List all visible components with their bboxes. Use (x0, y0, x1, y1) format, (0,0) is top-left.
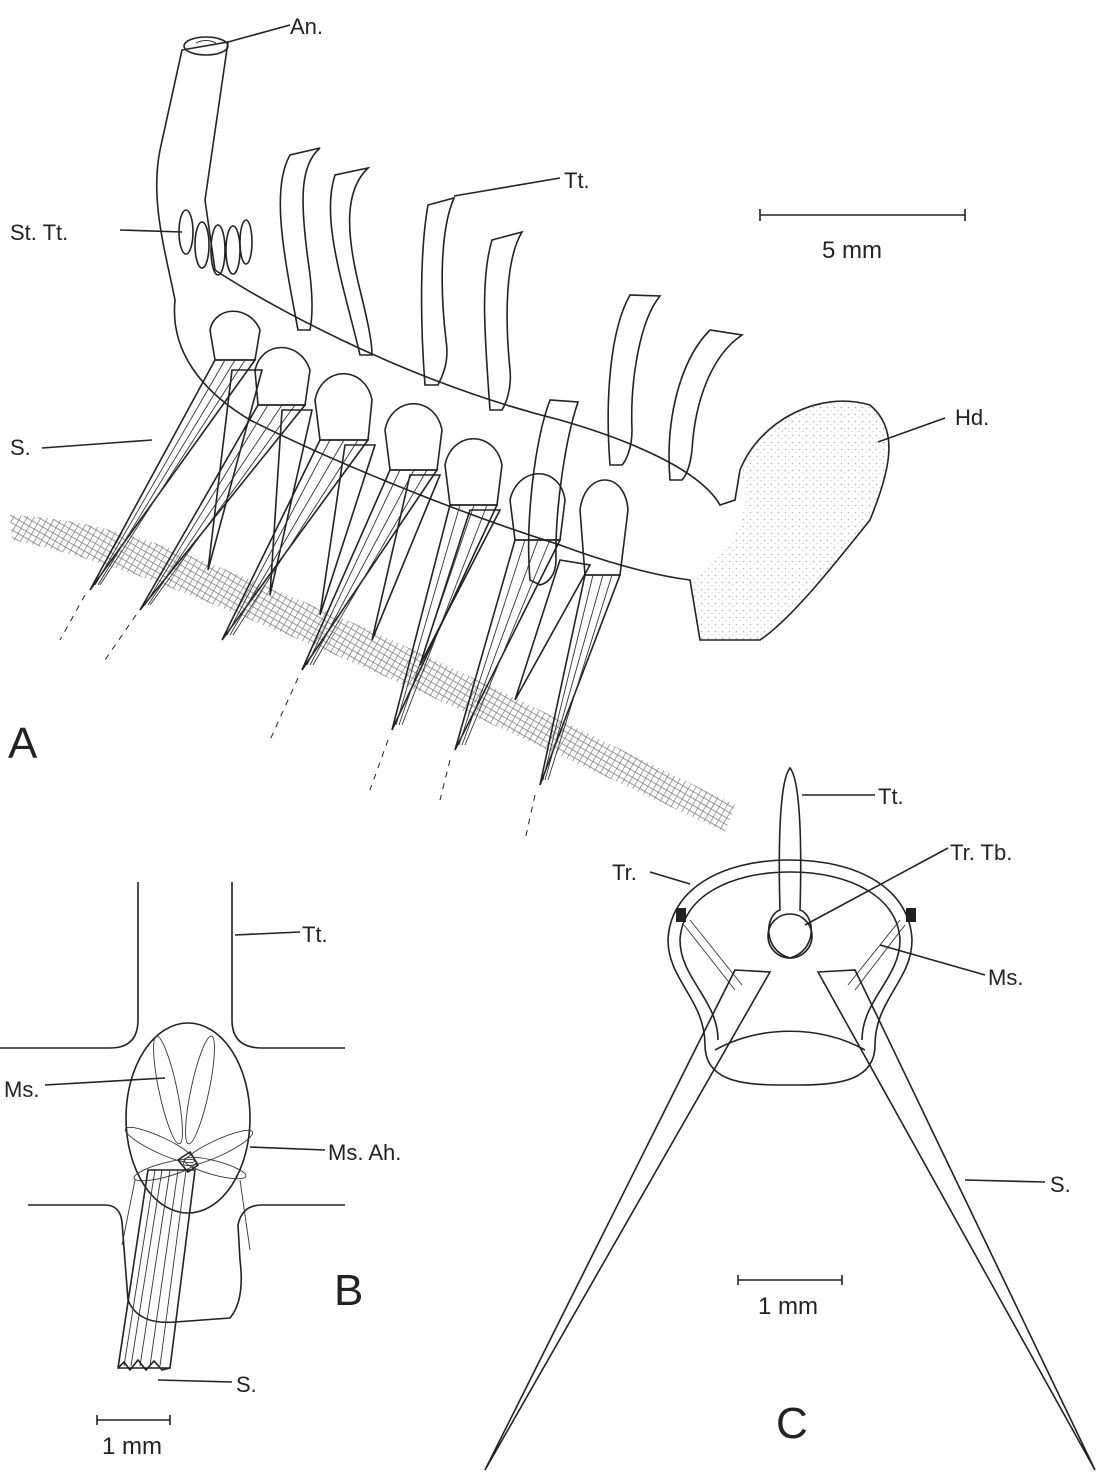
tentacles (280, 148, 742, 585)
label-tentacle-a: Tt. (564, 168, 590, 193)
panel-letter-c: C (776, 1399, 808, 1448)
label-muscle-attachment: Ms. Ah. (328, 1140, 401, 1165)
svg-text:1 mm: 1 mm (102, 1433, 162, 1460)
head-stipple (690, 401, 889, 640)
panel-letter-a: A (8, 719, 38, 768)
stinging-tentacles (179, 210, 252, 275)
panel-a: An. St. Tt. Tt. S. Hd. 5 mm A (8, 14, 989, 840)
label-stinging-tentacles: St. Tt. (10, 220, 68, 245)
spine-right (818, 970, 1095, 1470)
label-anus: An. (290, 14, 323, 39)
muscle-attachment-oval (126, 1023, 250, 1213)
scale-bar-a: 5 mm (760, 209, 965, 264)
label-trunk: Tr. (612, 860, 637, 885)
panel-letter-b: B (334, 1266, 363, 1315)
label-spine-a: S. (10, 435, 31, 460)
svg-text:5 mm: 5 mm (822, 237, 882, 264)
panel-c: Tt. Tr. Tb. Tr. Ms. S. 1 mm C (485, 768, 1095, 1470)
label-trunk-tube: Tr. Tb. (950, 840, 1012, 865)
trunk-outline (668, 860, 912, 1085)
tentacle-tube (769, 768, 811, 958)
scale-bar-c: 1 mm (738, 1275, 842, 1320)
label-spine-b: S. (236, 1372, 257, 1397)
panel-b: Tt. Ms. Ms. Ah. S. 1 mm B (0, 882, 401, 1460)
label-tentacle-b: Tt. (302, 922, 328, 947)
label-spine-c: S. (1050, 1172, 1071, 1197)
label-head: Hd. (955, 405, 989, 430)
label-muscles-b: Ms. (4, 1077, 39, 1102)
scale-bar-b: 1 mm (97, 1415, 170, 1460)
spine-left (485, 970, 770, 1470)
label-tentacle-c: Tt. (878, 784, 904, 809)
label-muscles-c: Ms. (988, 965, 1023, 990)
svg-text:1 mm: 1 mm (758, 1293, 818, 1320)
